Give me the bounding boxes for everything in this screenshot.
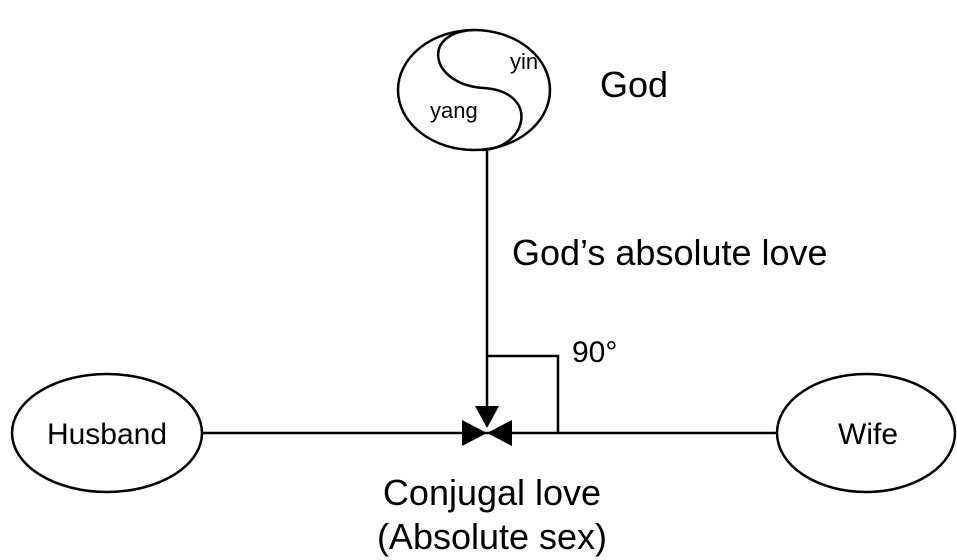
right-angle-marker [487, 354, 560, 433]
wife-side-arrowhead [487, 420, 512, 446]
husband-ellipse [10, 372, 204, 494]
wife-node: Wife [775, 372, 957, 494]
yin-yang-divider [436, 28, 523, 152]
husband-node: Husband [10, 372, 204, 494]
absolute-love-arrowhead [475, 406, 499, 428]
wife-ellipse [775, 372, 957, 494]
absolute-sex-label: (Absolute sex) [377, 516, 607, 557]
god-ellipse [396, 28, 552, 152]
absolute-love-label: God’s absolute love [512, 232, 828, 273]
conjugal-love-label: Conjugal love [383, 472, 601, 513]
wife-label: Wife [838, 418, 898, 451]
husband-label: Husband [47, 418, 167, 451]
husband-side-arrowhead [462, 420, 487, 446]
yang-label: yang [430, 98, 478, 123]
angle-label: 90° [572, 336, 617, 369]
god-node: yin yang [396, 28, 552, 152]
yin-label: yin [510, 49, 538, 74]
god-label: God [600, 64, 668, 105]
